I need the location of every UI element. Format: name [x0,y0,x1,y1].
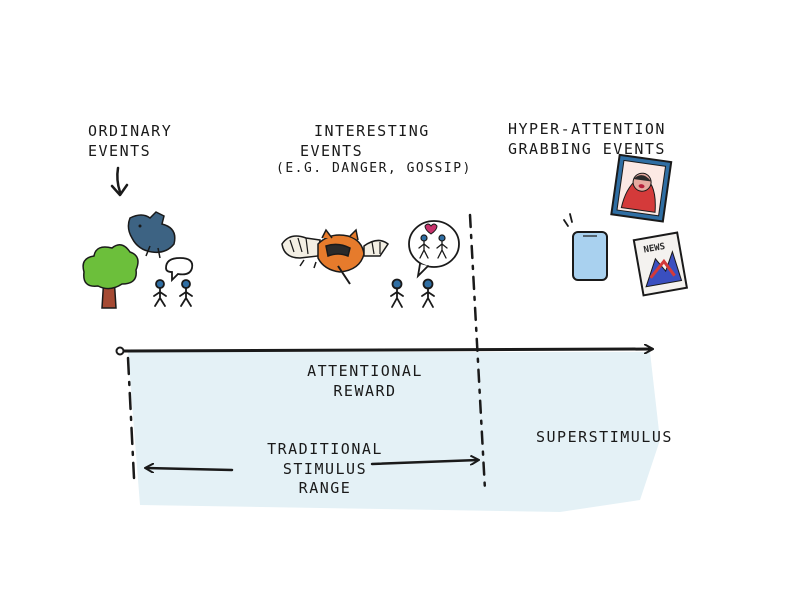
attentional-reward-line-2: REWARD [333,381,397,400]
interesting-events-line-1: INTERESTING [314,122,430,140]
hyper-attention-label: HYPER-ATTENTION GRABBING EVENTS [508,120,666,159]
traditional-range-arrow-right [370,460,478,464]
attentional-reward-label: ATTENTIONAL REWARD [290,362,440,401]
newspaper-icon: NEWS [632,231,689,297]
smartphone-icon [563,213,608,281]
ordinary-pointer-arrowhead [110,183,129,197]
tree-icon [82,244,139,309]
tabloid-photo-icon [610,153,673,223]
two-people-icon [390,278,435,308]
traditional-stimulus-range-label: TRADITIONAL STIMULUS RANGE [225,440,425,499]
hyper-attention-line-1: HYPER-ATTENTION [508,120,666,138]
hyper-attention-line-2: GRABBING EVENTS [508,139,666,158]
interesting-events-line-3: (E.G. DANGER, GOSSIP) [276,161,472,176]
traditional-range-line-1: TRADITIONAL [267,440,383,458]
range-left-boundary [126,356,136,480]
ordinary-pointer-arrow [116,166,122,194]
news-label: NEWS [643,242,666,256]
ordinary-events-line-1: ORDINARY [88,122,173,140]
interesting-events-label: INTERESTING EVENTS (E.G. DANGER, GOSSIP) [276,122,472,178]
raccoon-icon [281,228,390,285]
axis-origin-marker [115,346,125,356]
range-right-boundary [468,213,487,492]
traditional-range-line-2: STIMULUS [282,459,368,478]
interesting-events-line-2: EVENTS [300,141,364,160]
traditional-range-arrow-left [146,468,234,470]
bird-icon [127,211,176,259]
reward-region [128,352,660,512]
ordinary-events-label: ORDINARY EVENTS [88,122,172,161]
superstimulus-label: SUPERSTIMULUS [536,428,673,446]
reward-axis [120,349,652,351]
traditional-range-line-3: RANGE [298,479,352,497]
attentional-reward-line-1: ATTENTIONAL [307,362,423,380]
two-people-chatting-icon [153,257,194,307]
ordinary-events-line-2: EVENTS [88,141,152,160]
gossip-bubble-icon [408,220,460,279]
